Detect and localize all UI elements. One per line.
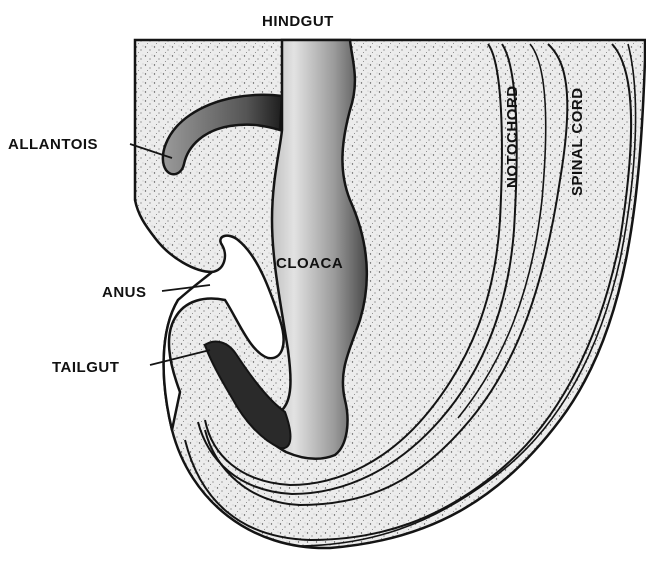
label-notochord: NOTOCHORD xyxy=(504,85,521,188)
label-cloaca: CLOACA xyxy=(276,255,343,272)
label-tailgut: TAILGUT xyxy=(52,359,119,376)
label-hindgut: HINDGUT xyxy=(262,13,334,30)
label-allantois: ALLANTOIS xyxy=(8,136,98,153)
label-spinal-cord: SPINAL CORD xyxy=(569,87,586,196)
label-anus: ANUS xyxy=(102,284,147,301)
